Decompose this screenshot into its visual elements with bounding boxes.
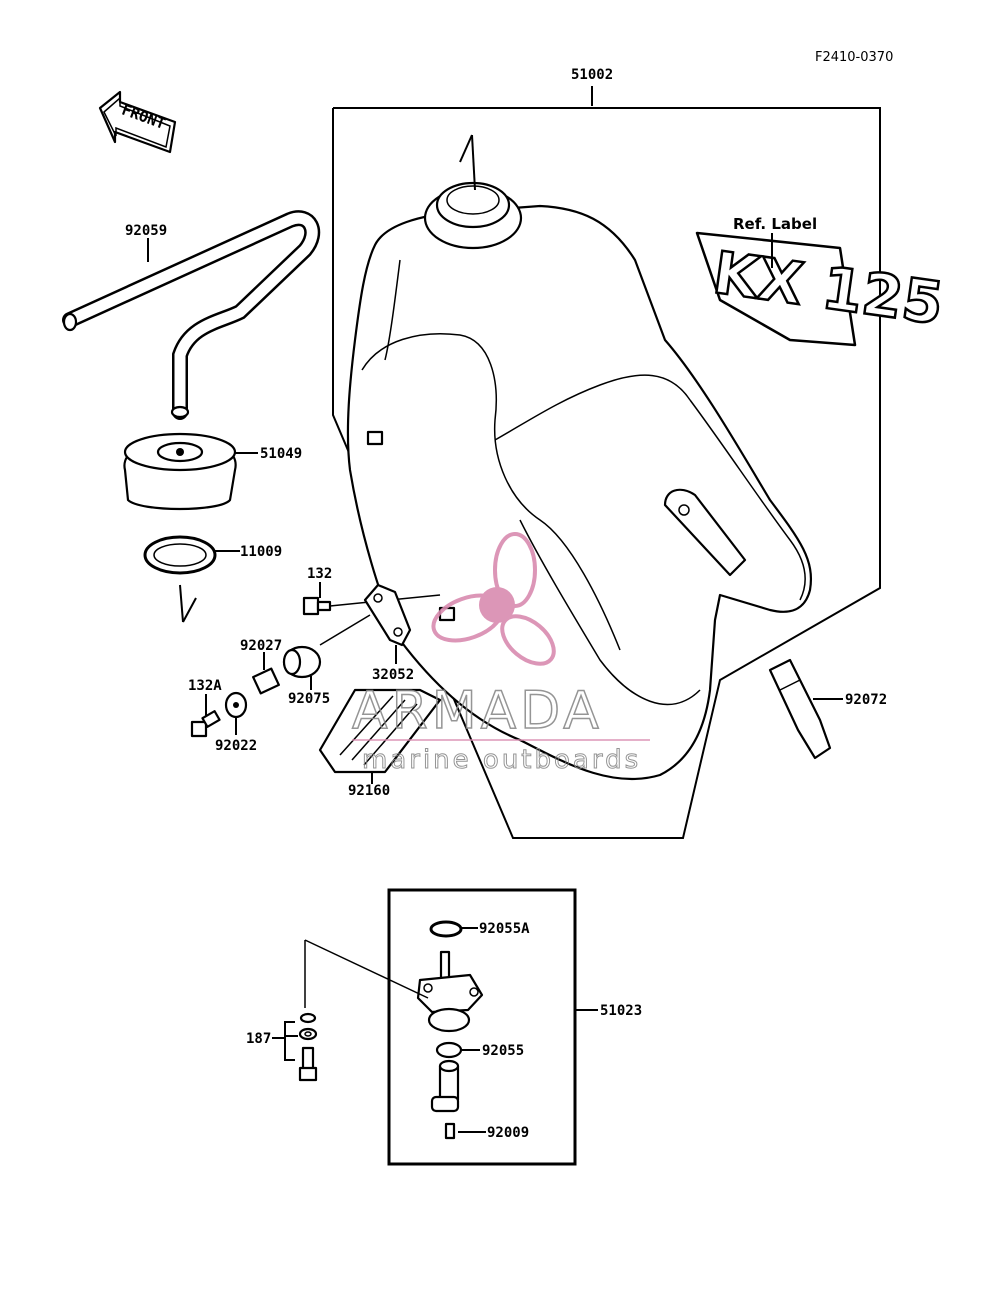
washer-92022: [224, 691, 248, 719]
label-132: 132: [307, 566, 332, 582]
fuel-hose: [62, 210, 321, 420]
label-92072: 92072: [845, 692, 887, 708]
watermark-tagline: marine outboards: [362, 745, 641, 775]
diagram-code: F2410-0370: [815, 50, 893, 65]
watermark-brand: ARMADA: [352, 681, 603, 741]
front-arrow-icon: FRONT: [98, 90, 177, 154]
fuel-cock-body: [416, 950, 484, 1033]
label-92027: 92027: [240, 638, 282, 654]
damper-92027: [252, 667, 280, 695]
label-11009: 11009: [240, 544, 282, 560]
label-92009: 92009: [487, 1125, 529, 1141]
strap-92072: [768, 658, 832, 760]
oring-92055: [435, 1041, 463, 1059]
label-51023: 51023: [600, 1003, 642, 1019]
bolt-132a: [190, 710, 221, 738]
label-51002: 51002: [571, 67, 613, 83]
propeller-logo-icon: [431, 532, 556, 666]
label-92022: 92022: [215, 738, 257, 754]
gasket: [143, 535, 217, 575]
ref-label: Ref. Label: [733, 215, 817, 233]
label-187: 187: [246, 1031, 271, 1047]
label-92075: 92075: [288, 691, 330, 707]
fuel-cock-lever: [430, 1059, 460, 1113]
label-32052: 32052: [372, 667, 414, 683]
damper-92075: [282, 645, 322, 679]
fuel-cap: [123, 432, 237, 511]
label-92059: 92059: [125, 223, 167, 239]
screw-92009: [444, 1122, 456, 1140]
decal-kx125: KX 125: [695, 231, 949, 347]
label-51049: 51049: [260, 446, 302, 462]
bracket: [363, 583, 412, 647]
label-132a: 132A: [188, 678, 222, 694]
fuel-tank: [346, 181, 812, 781]
bolts-187: [298, 1012, 318, 1082]
oring-92055a: [429, 920, 463, 938]
label-92055: 92055: [482, 1043, 524, 1059]
fuel-cock-box: [387, 888, 577, 1166]
watermark: ARMADA marine outboards: [351, 532, 650, 776]
pad-92160: [318, 688, 442, 774]
bolt-132: [302, 596, 332, 616]
label-92160: 92160: [348, 783, 390, 799]
label-92055a: 92055A: [479, 921, 530, 937]
